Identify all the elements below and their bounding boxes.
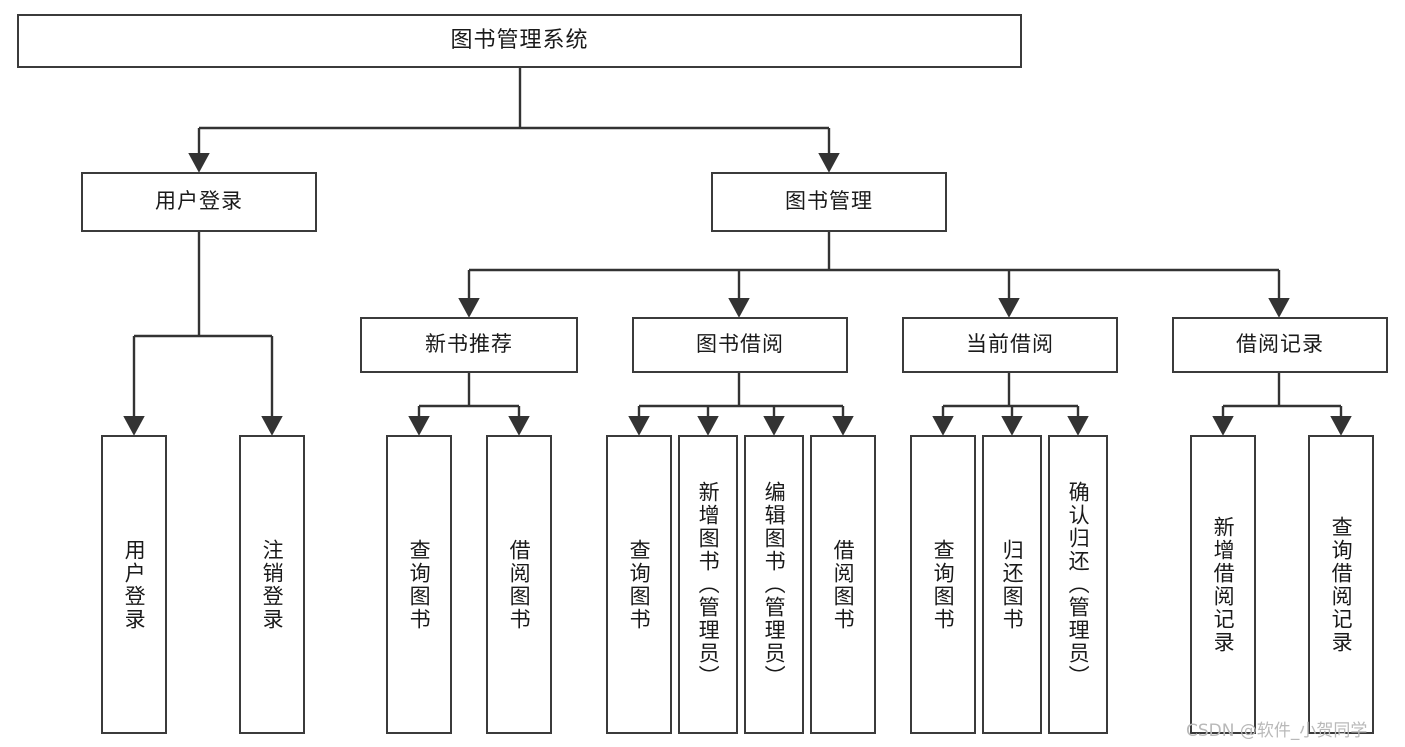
node-book-manage[interactable]: 图书管理	[711, 172, 947, 232]
node-new-book-recommend[interactable]: 新书推荐	[360, 317, 578, 373]
leaf-query-book-2[interactable]: 查询图书	[606, 435, 672, 734]
leaf-add-book[interactable]: 新增图书（管理员）	[678, 435, 738, 734]
node-borrow-record[interactable]: 借阅记录	[1172, 317, 1388, 373]
leaf-borrow-book-2[interactable]: 借阅图书	[810, 435, 876, 734]
leaf-query-book-1[interactable]: 查询图书	[386, 435, 452, 734]
leaf-edit-book[interactable]: 编辑图书（管理员）	[744, 435, 804, 734]
leaf-borrow-book-1[interactable]: 借阅图书	[486, 435, 552, 734]
node-current-borrow[interactable]: 当前借阅	[902, 317, 1118, 373]
csdn-watermark: CSDN @软件_小贺同学	[1186, 721, 1368, 741]
leaf-user-login[interactable]: 用户登录	[101, 435, 167, 734]
leaf-logout[interactable]: 注销登录	[239, 435, 305, 734]
node-root[interactable]: 图书管理系统	[17, 14, 1022, 68]
leaf-add-record[interactable]: 新增借阅记录	[1190, 435, 1256, 734]
leaf-confirm-return[interactable]: 确认归还（管理员）	[1048, 435, 1108, 734]
node-user-login[interactable]: 用户登录	[81, 172, 317, 232]
leaf-query-book-3[interactable]: 查询图书	[910, 435, 976, 734]
leaf-query-record[interactable]: 查询借阅记录	[1308, 435, 1374, 734]
node-book-borrow[interactable]: 图书借阅	[632, 317, 848, 373]
leaf-return-book[interactable]: 归还图书	[982, 435, 1042, 734]
